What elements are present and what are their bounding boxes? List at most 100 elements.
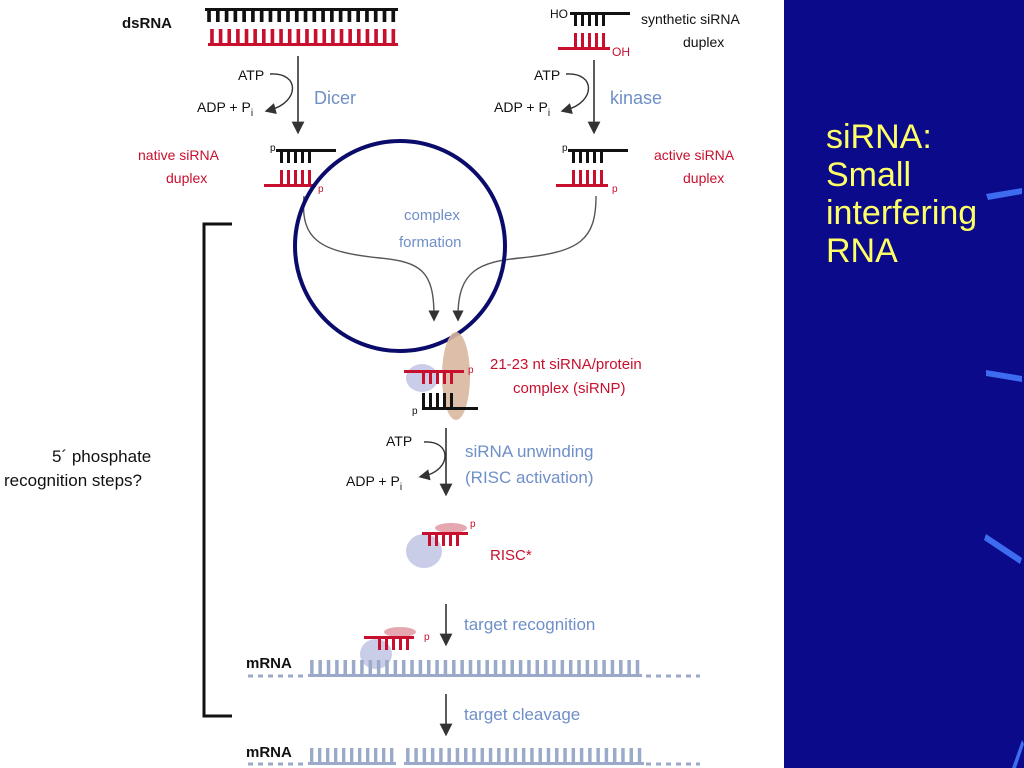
active-sirna-label-line2: duplex [683,170,724,186]
cleaved-fragment-1-base [318,748,322,762]
kinase-enzyme-label: kinase [610,88,662,108]
dsrna-top-base [259,8,264,22]
native-top-base [287,149,290,163]
cleaved-fragment-1-base [350,748,354,762]
dsrna-bottom-base [296,29,301,43]
sirnp-top-backbone [404,370,464,373]
cleaved-fragment-1-base [334,748,338,762]
dsrna-bottom-base [244,29,249,43]
cleaved-fragment-2-base [480,748,485,762]
active-sirna-label-line1: active siRNA [654,147,735,163]
mrna-base [602,660,606,674]
sirnp-top-base [436,370,439,384]
target-recognition-label: target recognition [464,615,595,634]
dsrna-top-base [215,8,220,22]
bound-base [406,636,409,650]
active-bottom-phosphate: p [612,184,618,195]
dsrna-top-base [303,8,308,22]
dsrna-bottom-base [279,29,283,43]
risc-base [435,532,438,546]
dsrna-top-base [391,8,396,22]
mrna-base [543,660,548,674]
mrna-strand [248,660,700,678]
synthetic-bottom-base [595,33,598,47]
sirnp-top-base [443,370,446,384]
synthetic-top-base [595,12,598,26]
dsrna-bottom-base [313,29,318,43]
sirnp-top-base [450,370,453,384]
dsrna-bottom-base [287,29,292,43]
native-top-phosphate: p [270,143,276,154]
bound-sirna-strand [364,636,414,650]
cleaved-mrna-strand [248,748,700,766]
mrna-base [468,660,473,674]
mrna-base [552,660,556,674]
risc-base [442,532,445,546]
native-top-base [308,149,311,163]
bound-base [399,636,402,650]
mrna-label-2: mRNA [246,744,292,761]
active-bottom-backbone [556,184,608,187]
dicer-atp-label: ATP [238,67,264,83]
decor-bar-4 [1012,740,1024,768]
risc-strand [422,532,468,546]
mrna-base [452,660,456,674]
complex-formation-line1: complex [404,207,460,224]
bound-phosphate: p [424,632,430,643]
mrna-base [493,660,498,674]
mrna-base [535,660,540,674]
risc-phosphate: p [470,519,476,530]
native-top-backbone [276,149,336,152]
native-bottom-base [294,170,297,184]
cleaved-fragment-1-base [382,748,386,762]
mrna-base [460,660,464,674]
cleaved-fragment-1-base [342,748,346,762]
bound-base [378,636,381,650]
synthetic-oh-label: OH [612,45,630,59]
risc-label: RISC* [490,547,532,564]
title-line-2: Small [826,156,912,194]
dsrna-top-base [382,8,387,22]
dsrna-top-base [365,8,369,22]
dsrna-bottom-base [210,29,214,43]
cleaved-fragment-2-base [439,748,443,762]
synthetic-bottom-base [602,33,605,47]
cleaved-fragment-2-base [612,748,617,762]
dicer-adp-text: ADP + P [197,99,251,115]
native-top-base [301,149,304,163]
decor-bar-2 [986,370,1022,382]
dsrna-bottom-base [253,29,257,43]
mrna-base [443,660,448,674]
cleaved-fragment-1-base [358,748,362,762]
active-bottom-base [586,170,589,184]
cleaved-fragment-2-base [497,748,501,762]
native-bottom-phosphate: p [318,184,324,195]
dsrna-bottom-base [270,29,275,43]
sirnp-bottom-phosphate: p [412,406,418,417]
phosphate-recognition-bracket [202,222,232,718]
active-sirna-duplex [556,149,628,187]
cleaved-fragment-2-base [546,748,551,762]
mrna-base [485,660,489,674]
dsrna-top-base [347,8,352,22]
risc-blob [406,534,442,568]
decor-bar-3 [984,534,1022,564]
cleaved-fragment-1-base [390,748,394,762]
active-bottom-base [572,170,575,184]
active-bottom-base [579,170,582,184]
mrna-base [426,660,431,674]
cleaved-fragment-2-base [579,748,584,762]
sirnp-bottom-backbone [422,407,478,410]
sirnp-top-base [429,370,432,384]
sirnp-duplex [404,370,478,410]
sirnp-bottom-base [429,393,432,407]
cleaved-fragment-2-base [530,748,534,762]
mrna-base [385,660,389,674]
mrna-base [619,660,623,674]
dsrna-top-backbone [205,8,398,11]
dsrna-bottom-base [331,29,335,43]
mrna-label-1: mRNA [246,655,292,672]
title-line-3: interfering [826,194,978,232]
dsrna-top-base [268,8,273,22]
